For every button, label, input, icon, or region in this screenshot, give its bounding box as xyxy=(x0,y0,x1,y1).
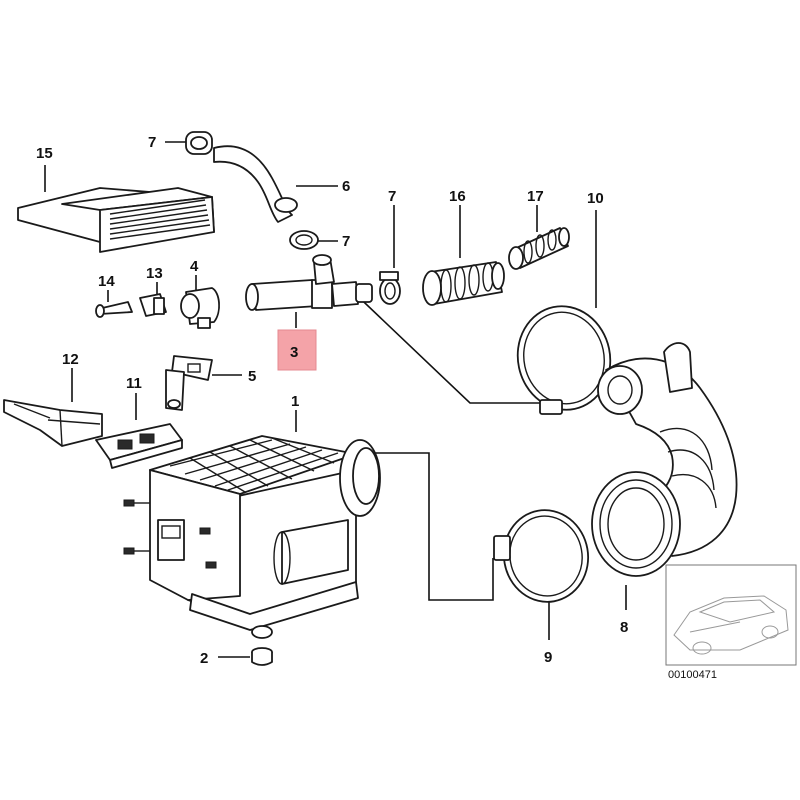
leader-lines xyxy=(44,141,627,658)
part-15-cover xyxy=(17,187,215,253)
part-13-clip xyxy=(139,293,167,317)
vehicle-thumbnail xyxy=(665,564,797,666)
callout-7-mid: 7 xyxy=(342,233,350,250)
callout-8: 8 xyxy=(620,619,628,636)
callout-9: 9 xyxy=(544,649,552,666)
callout-13: 13 xyxy=(146,265,163,282)
callout-17: 17 xyxy=(527,188,544,205)
callout-12: 12 xyxy=(62,351,79,368)
callout-labels: 15 7 6 7 7 16 17 10 4 13 14 3 5 12 11 1 … xyxy=(36,134,717,681)
callout-11: 11 xyxy=(126,375,142,392)
callout-5: 5 xyxy=(248,368,256,385)
part-17-bellows xyxy=(508,227,570,270)
part-12-duct xyxy=(3,399,103,447)
callout-3: 3 xyxy=(290,344,298,361)
reference-code: 00100471 xyxy=(668,669,717,681)
part-6-hose xyxy=(213,145,298,223)
callout-16: 16 xyxy=(449,188,466,205)
part-8-intake-boot xyxy=(591,342,738,577)
part-7-clamp-mid xyxy=(289,230,319,250)
callout-14: 14 xyxy=(98,273,115,290)
callout-4: 4 xyxy=(190,258,199,275)
part-5-bracket xyxy=(165,355,213,411)
part-9-clamp xyxy=(493,509,590,603)
part-2-cap xyxy=(251,647,273,666)
callout-10: 10 xyxy=(587,190,604,207)
callout-1: 1 xyxy=(291,393,299,410)
callout-6: 6 xyxy=(342,178,350,195)
part-1-air-flow-meter xyxy=(123,435,381,639)
callout-15: 15 xyxy=(36,145,53,162)
part-11-connector xyxy=(95,423,183,469)
part-7-clamp-right xyxy=(379,271,401,305)
part-14-screw xyxy=(95,301,133,318)
part-16-bellows xyxy=(422,261,505,306)
part-7-clamp-top xyxy=(185,131,213,155)
callout-7-top: 7 xyxy=(148,134,156,151)
part-10-clamp xyxy=(516,305,612,415)
callout-7-right: 7 xyxy=(388,188,396,205)
part-3-valve xyxy=(245,254,373,311)
part-3-highlight xyxy=(277,329,317,371)
part-4-plug xyxy=(180,287,220,329)
callout-2: 2 xyxy=(200,650,208,667)
